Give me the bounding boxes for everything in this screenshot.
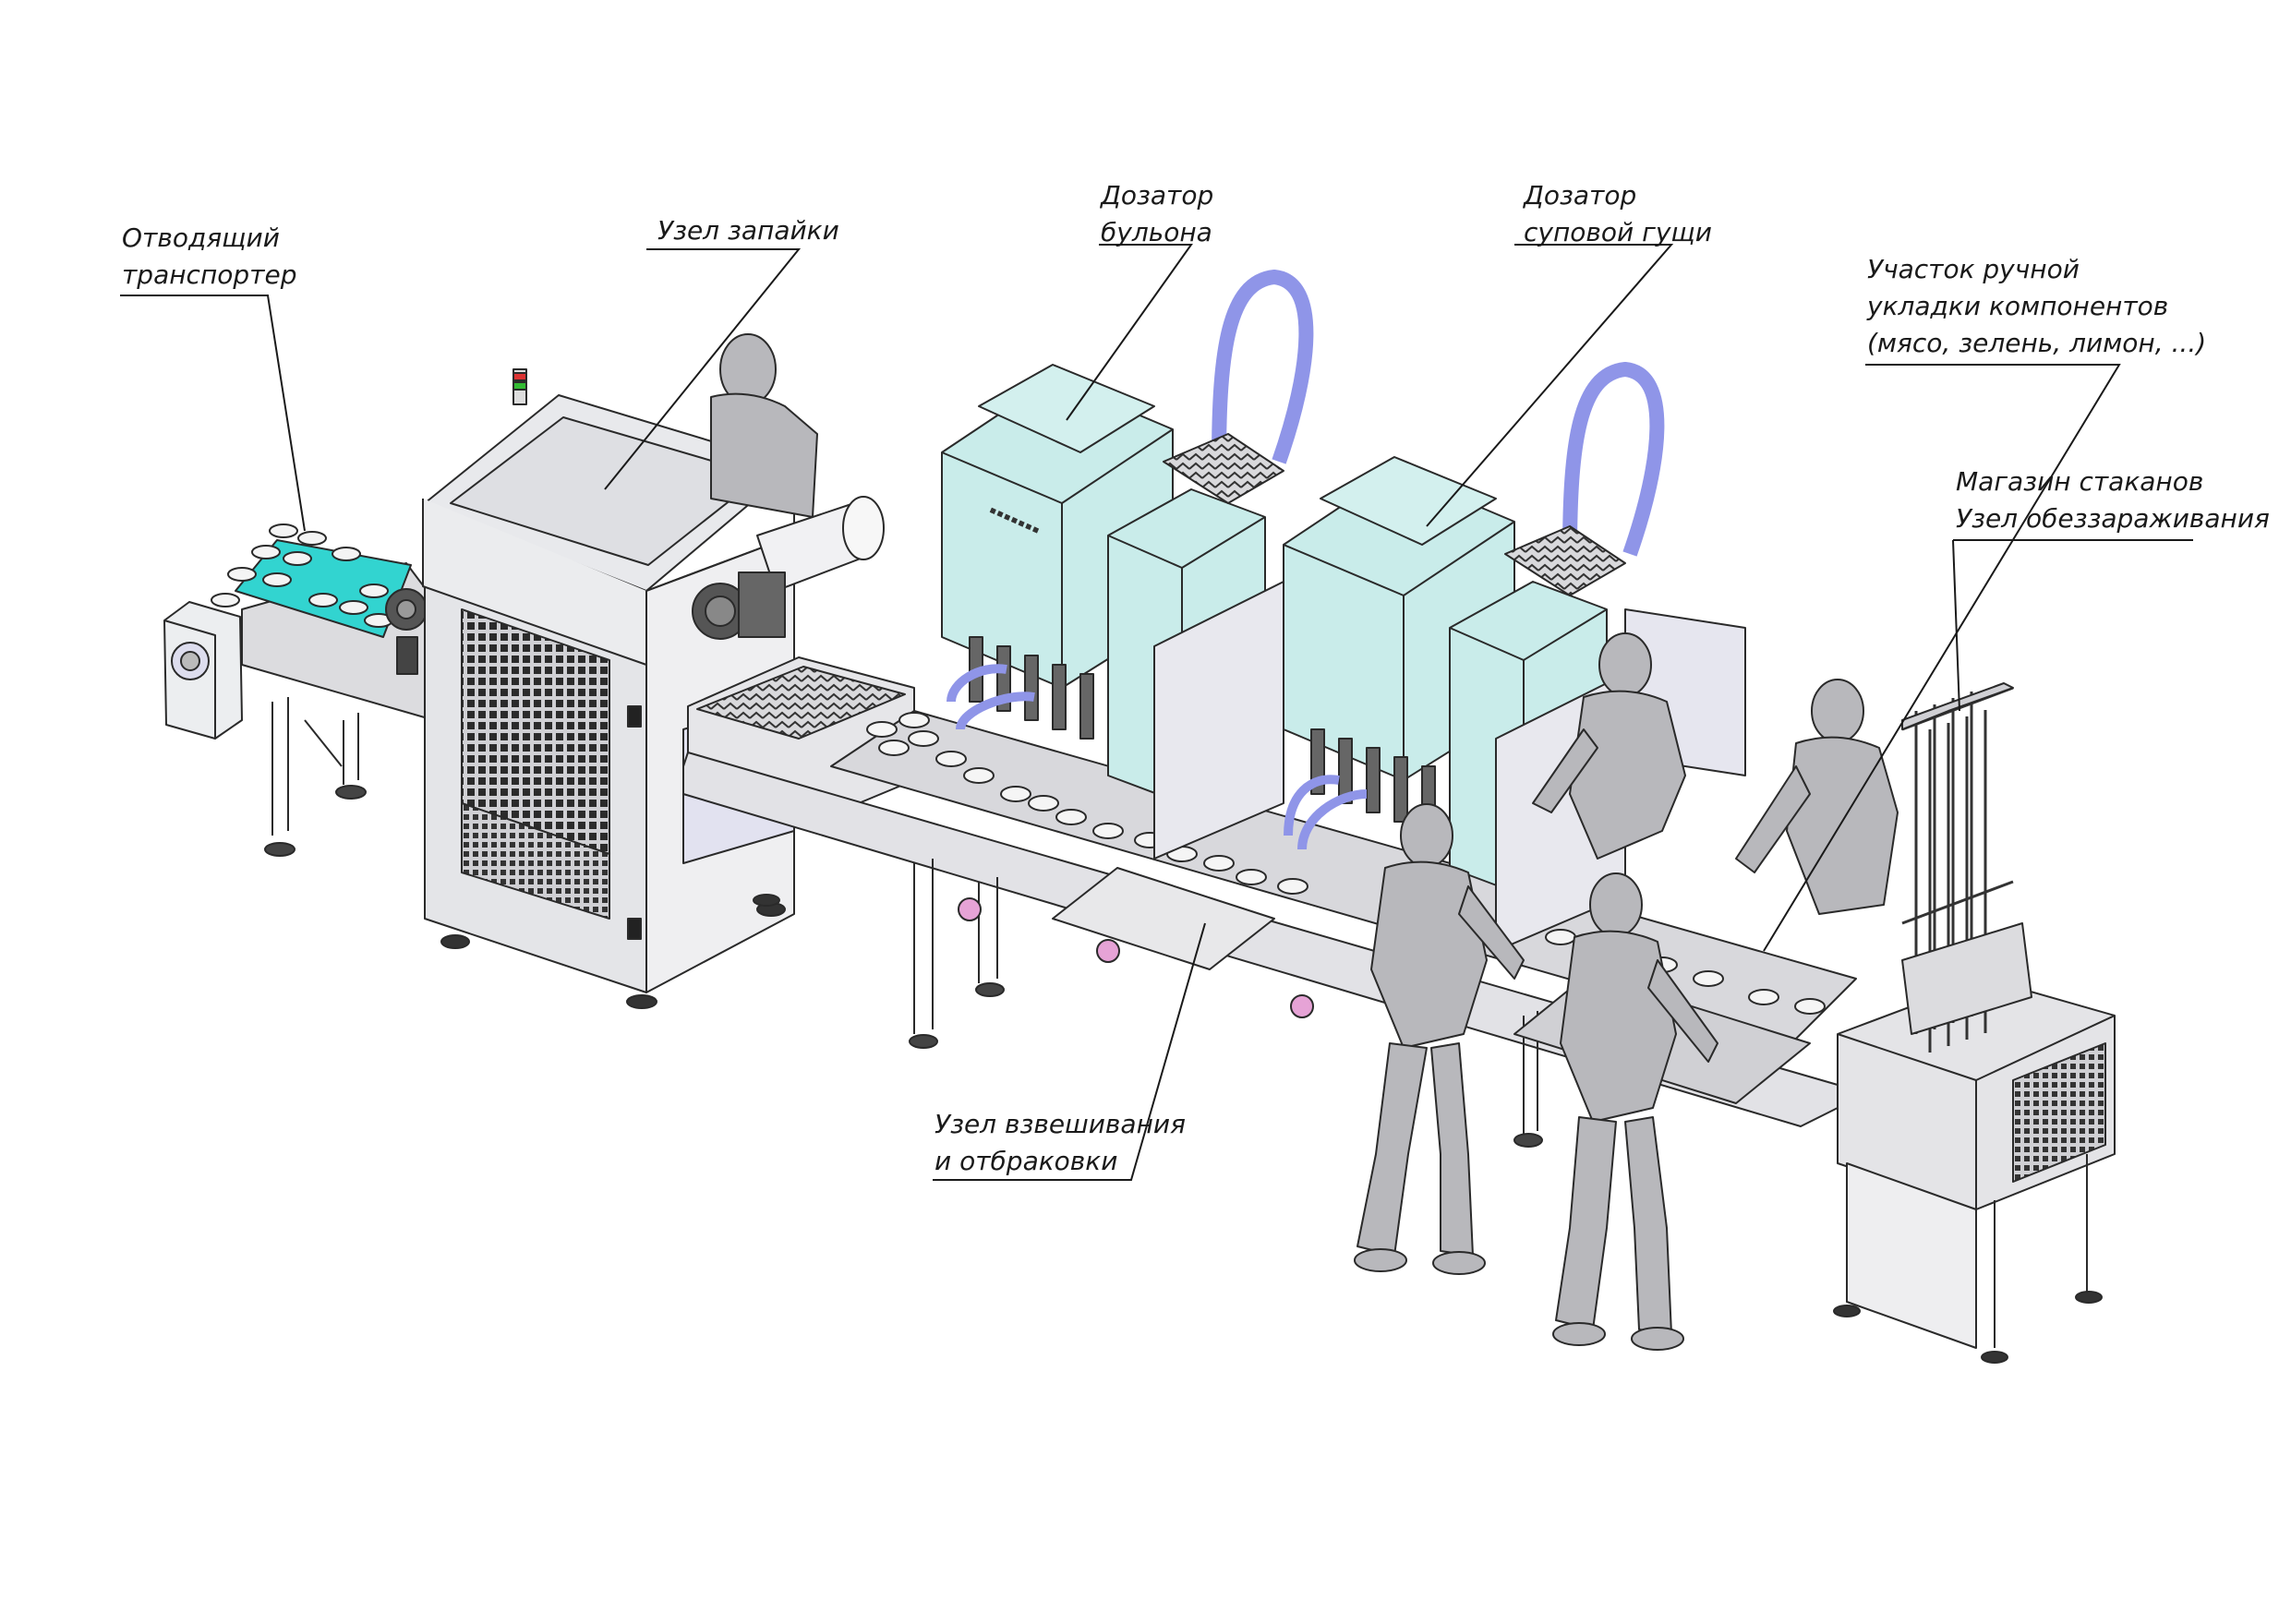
sealing-unit bbox=[422, 368, 885, 1009]
label-soup-solids-doser-line2: суповой гущи bbox=[1524, 217, 1712, 247]
label-broth-doser: Дозатор бульона bbox=[1101, 177, 1213, 251]
label-broth-doser-line2: бульона bbox=[1101, 217, 1212, 247]
broth-doser: ▪▪▪▪▪▪▪ bbox=[941, 270, 1314, 860]
label-outfeed-conveyor: Отводящий транспортер bbox=[122, 220, 296, 294]
leader-outfeed-conveyor bbox=[120, 295, 306, 532]
operator-figure-3 bbox=[1354, 803, 1525, 1275]
label-manual-placement-line1: Участок ручной bbox=[1867, 254, 2080, 284]
leader-manual-placement bbox=[1763, 364, 2121, 952]
label-sealing-unit: Узел запайки bbox=[657, 212, 839, 249]
label-weighing-unit-line2: и отбраковки bbox=[934, 1146, 1118, 1176]
label-cup-magazine-line1: Магазин стаканов bbox=[1956, 466, 2204, 497]
operator-figure-1 bbox=[1532, 632, 1686, 860]
label-manual-placement: Участок ручной укладки компонентов (мясо… bbox=[1867, 251, 2206, 362]
label-sealing-unit-line1: Узел запайки bbox=[657, 215, 839, 246]
label-cup-magazine: Магазин стаканов Узел обеззараживания bbox=[1956, 463, 2270, 537]
leader-soup-solids-doser bbox=[1426, 244, 1674, 527]
label-soup-solids-doser: Дозатор суповой гущи bbox=[1524, 177, 1712, 251]
outfeed-conveyor bbox=[163, 523, 435, 857]
label-manual-placement-line2: укладки компонентов bbox=[1867, 291, 2169, 321]
label-outfeed-conveyor-line2: транспортер bbox=[122, 259, 297, 290]
leader-weighing-unit bbox=[933, 922, 1206, 1181]
leader-lines bbox=[120, 244, 2193, 1181]
label-broth-doser-line1: Дозатор bbox=[1101, 180, 1214, 211]
operator-figure-2 bbox=[1735, 679, 1899, 915]
leader-sealing-unit bbox=[604, 248, 802, 490]
soup-solids-doser bbox=[1283, 362, 1665, 952]
leader-cup-magazine bbox=[1952, 539, 2193, 712]
label-cup-magazine-line2: Узел обеззараживания bbox=[1956, 503, 2270, 534]
label-weighing-unit: Узел взвешивания и отбраковки bbox=[934, 1106, 1186, 1180]
operator-figure-sealer bbox=[710, 333, 818, 518]
leader-broth-doser bbox=[1066, 244, 1193, 421]
label-outfeed-conveyor-line1: Отводящий bbox=[122, 223, 280, 253]
label-soup-solids-doser-line1: Дозатор bbox=[1524, 180, 1637, 211]
label-manual-placement-line3: (мясо, зелень, лимон, ...) bbox=[1867, 328, 2207, 358]
operator-figure-4 bbox=[1552, 872, 1718, 1351]
label-weighing-unit-line1: Узел взвешивания bbox=[934, 1109, 1186, 1139]
cup-magazine bbox=[1833, 682, 2116, 1364]
